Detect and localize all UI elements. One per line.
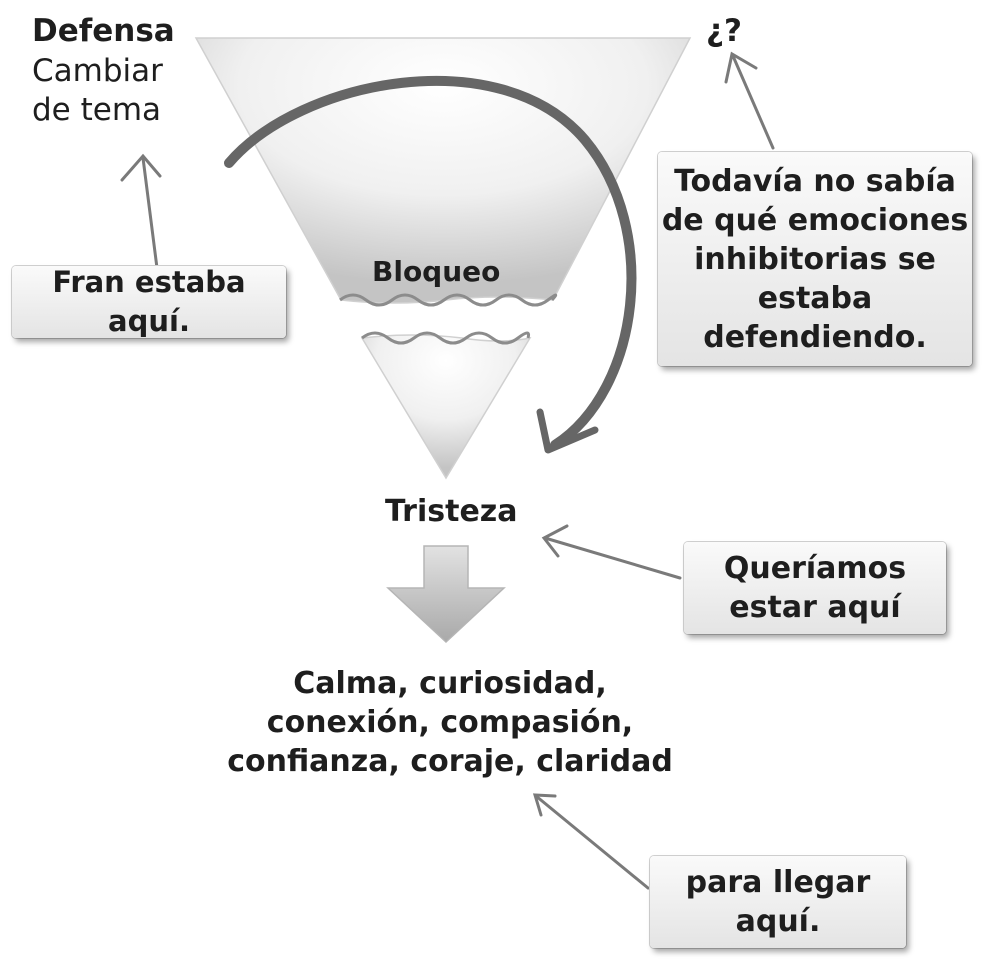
note-unknown-line-4: estaba <box>757 280 873 316</box>
note-unknown-emotions: Todavía no sabía de qué emociones inhibi… <box>658 152 972 366</box>
defense-line-1: Cambiar <box>32 53 163 89</box>
result-line-3: confianza, coraje, claridad <box>227 744 673 779</box>
down-arrow <box>386 545 506 644</box>
note-unknown-line-2: de qué emociones <box>661 202 969 238</box>
note-unknown-line-3: inhibitorias se <box>694 241 936 277</box>
note-unknown-line-5: defendiendo. <box>703 319 927 355</box>
pointer-arrow-sadness <box>541 524 682 580</box>
block-wave-bottom <box>361 331 530 345</box>
curved-arrow <box>224 75 637 450</box>
note-goal-line-2: aquí. <box>735 904 821 939</box>
pointer-arrow-result <box>532 793 650 890</box>
defense-title: Defensa <box>32 13 175 49</box>
funnel-bottom-section <box>360 334 532 480</box>
note-fran: Fran estaba aquí. <box>12 265 286 338</box>
note-fran-line: Fran estaba aquí. <box>52 265 246 338</box>
note-wanted-here: Queríamos estar aquí <box>684 542 946 634</box>
sadness-label: Tristeza <box>385 494 518 529</box>
note-goal: para llegar aquí. <box>650 856 906 948</box>
note-wanted-line-1: Queríamos <box>723 551 907 586</box>
note-wanted-line-2: estar aquí <box>729 590 901 625</box>
result-line-2: conexión, compasión, <box>266 705 634 740</box>
note-unknown-line-1: Todavía no sabía <box>674 163 956 199</box>
pointer-arrow-defense <box>120 153 162 270</box>
defense-line-2: de tema <box>32 92 162 128</box>
block-label: Bloqueo <box>372 255 501 288</box>
curved-arrow-head <box>536 408 599 454</box>
block-wave-top <box>339 293 558 307</box>
note-goal-line-1: para llegar <box>685 865 871 900</box>
question-mark: ¿? <box>706 13 742 49</box>
result-text: Calma, curiosidad, conexión, compasión, … <box>200 664 700 781</box>
result-line-1: Calma, curiosidad, <box>293 666 607 701</box>
pointer-arrow-question <box>724 51 775 150</box>
